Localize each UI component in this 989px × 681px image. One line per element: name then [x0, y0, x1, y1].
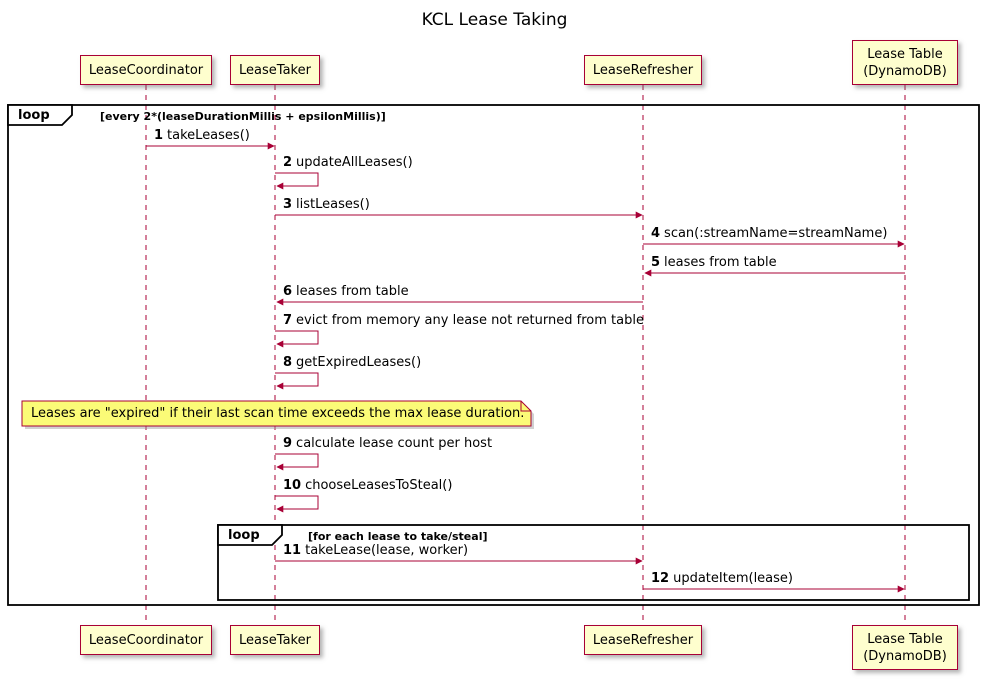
message-2-number: 2 [283, 155, 293, 170]
outer-loop-keyword: loop [18, 108, 50, 123]
message-5-text: leases from table [664, 255, 777, 270]
note-text: Leases are "expired" if their last scan … [31, 406, 525, 421]
participant-leasetaker-top: LeaseTaker [230, 55, 320, 85]
message-9-number: 9 [283, 436, 293, 451]
participant-label: (DynamoDB) [863, 648, 947, 664]
participant-label: LeaseCoordinator [88, 62, 204, 78]
diagram-title: KCL Lease Taking [421, 10, 568, 30]
arrow-7-evict-self [275, 330, 319, 348]
note-fold-icon [520, 401, 531, 412]
message-8-text: getExpiredLeases() [296, 355, 422, 370]
message-8-number: 8 [283, 355, 293, 370]
arrow-8-getexpiredleases-self [275, 372, 319, 390]
participant-label: LeaseRefresher [592, 632, 694, 648]
outer-loop-pentagon [7, 104, 73, 126]
participant-leasetable-bottom: Lease Table (DynamoDB) [852, 625, 958, 670]
message-2-text: updateAllLeases() [296, 155, 413, 170]
message-11-text: takeLease(lease, worker) [305, 543, 469, 558]
outer-loop-guard: [every 2*(leaseDurationMillis + epsilonM… [100, 110, 386, 123]
participant-leasetable-top: Lease Table (DynamoDB) [852, 40, 958, 85]
outer-loop-frame [7, 104, 980, 606]
message-4-text: scan(:streamName=streamName) [664, 226, 888, 241]
note-shape [21, 400, 532, 427]
inner-loop-pentagon [217, 524, 283, 546]
message-10-text: chooseLeasesToSteal() [305, 478, 453, 493]
inner-loop-guard: [for each lease to take/steal] [308, 530, 488, 543]
message-4-number: 4 [651, 226, 661, 241]
message-1-text: takeLeases() [167, 128, 250, 143]
message-10-number: 10 [283, 478, 302, 493]
participant-label: LeaseRefresher [592, 62, 694, 78]
inner-loop-frame [217, 524, 970, 601]
arrow-10-choosesteal-self [275, 495, 319, 513]
inner-loop-keyword: loop [228, 528, 260, 543]
participant-leasetaker-bottom: LeaseTaker [230, 625, 320, 655]
message-5-number: 5 [651, 255, 661, 270]
participant-label: Lease Table [867, 46, 943, 62]
participant-leasecoordinator-bottom: LeaseCoordinator [80, 625, 212, 655]
message-9-text: calculate lease count per host [296, 436, 493, 451]
message-11-number: 11 [283, 543, 302, 558]
participant-leaserefresher-top: LeaseRefresher [584, 55, 702, 85]
message-6-text: leases from table [296, 284, 409, 299]
message-12-text: updateItem(lease) [673, 571, 793, 586]
participant-leasecoordinator-top: LeaseCoordinator [80, 55, 212, 85]
message-3-number: 3 [283, 197, 293, 212]
message-6-number: 6 [283, 284, 293, 299]
message-12-number: 12 [651, 571, 670, 586]
message-7-number: 7 [283, 313, 293, 328]
participant-label: LeaseCoordinator [88, 632, 204, 648]
participant-label: Lease Table [867, 631, 943, 647]
message-1-number: 1 [154, 128, 164, 143]
message-3-text: listLeases() [296, 197, 370, 212]
arrow-2-updatealllleases-self [275, 172, 319, 190]
participant-label: LeaseTaker [239, 62, 311, 78]
message-7-text: evict from memory any lease not returned… [296, 313, 644, 328]
participant-leaserefresher-bottom: LeaseRefresher [584, 625, 702, 655]
participant-label: LeaseTaker [239, 632, 311, 648]
arrow-9-calculate-self [275, 453, 319, 471]
participant-label: (DynamoDB) [863, 63, 947, 79]
